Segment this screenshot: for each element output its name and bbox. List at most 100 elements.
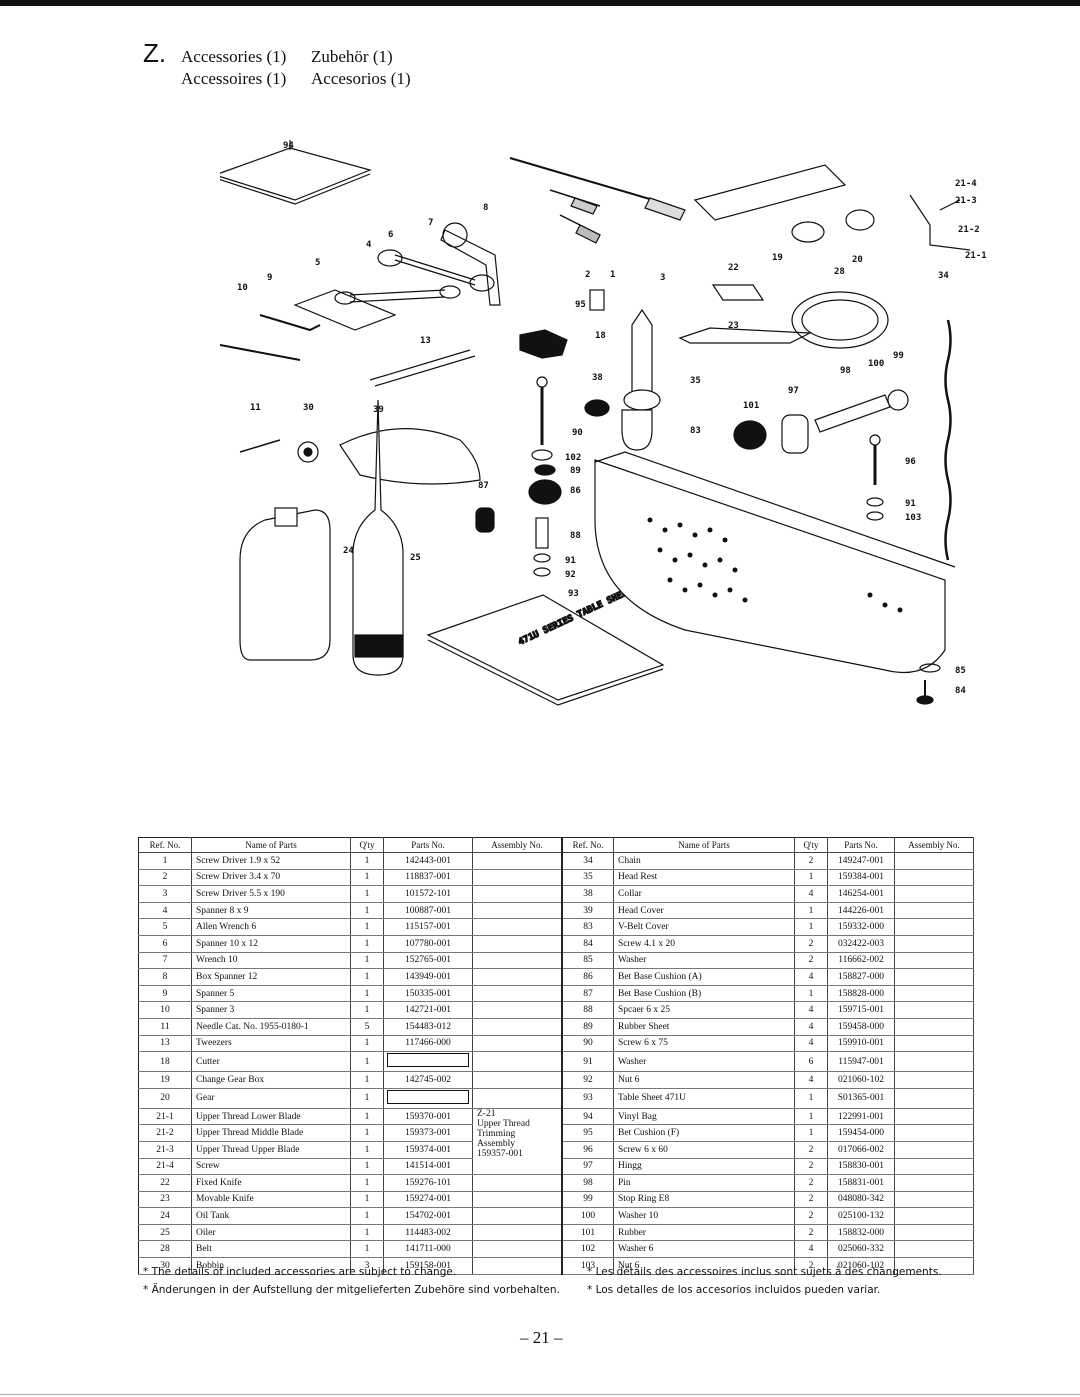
assembly-no-cell	[472, 952, 563, 970]
part-name-cell: Rubber Sheet	[613, 1018, 795, 1036]
callout-labels: 94 8 7 6 4 5 9 10 13 11 30 39 2 1 3 95 1…	[237, 141, 987, 696]
ref-no-cell: 6	[138, 935, 192, 953]
parts-table: Ref. No. Name of Parts Q'ty Parts No. As…	[138, 837, 974, 1275]
ref-no-cell: 13	[138, 1035, 192, 1053]
parts-no-cell: 159458-000	[827, 1018, 895, 1036]
parts-no-cell: 158832-000	[827, 1224, 895, 1242]
qty-cell: 1	[350, 1207, 384, 1225]
label-85: 85	[955, 666, 966, 676]
ref-no-cell: 101	[561, 1224, 614, 1242]
ref-no-cell: 21-4	[138, 1158, 192, 1176]
assembly-no-cell	[894, 1001, 974, 1019]
parts-no-cell: 048080-342	[827, 1191, 895, 1209]
qty-cell: 2	[794, 1141, 828, 1159]
ref-no-cell: 100	[561, 1207, 614, 1225]
qty-cell: 1	[350, 1051, 384, 1073]
assembly-no-cell	[472, 1207, 563, 1225]
label-1: 1	[610, 270, 615, 280]
title-es: Accesorios (1)	[311, 69, 411, 88]
qty-cell: 4	[794, 1001, 828, 1019]
assembly-line1: Upper Thread	[477, 1118, 530, 1129]
part-name-cell: Belt	[191, 1240, 351, 1259]
ref-no-cell: 21-3	[138, 1141, 192, 1159]
assembly-no-cell	[894, 885, 974, 903]
ref-no-cell: 102	[561, 1240, 614, 1259]
label-8: 8	[483, 203, 488, 213]
assembly-no-cell	[472, 1035, 563, 1053]
label-92: 92	[565, 570, 576, 580]
part-name-cell: Bobbin	[191, 1257, 351, 1275]
part-name-cell: Tweezers	[191, 1035, 351, 1053]
header-qty-left: Q'ty	[350, 837, 384, 853]
ref-no-cell: 18	[138, 1051, 192, 1073]
ref-no-cell: 10	[138, 1001, 192, 1019]
part-name-cell: Stop Ring E8	[613, 1191, 795, 1209]
part-name-cell: Washer 6	[613, 1240, 795, 1259]
part-name-cell: Needle Cat. No. 1955-0180-1	[191, 1018, 351, 1036]
part-name-cell: Washer	[613, 1051, 795, 1073]
parts-no-cell: 159384-001	[827, 869, 895, 887]
part-name-cell: Screw 6 x 75	[613, 1035, 795, 1053]
parts-no-cell: 025100-132	[827, 1207, 895, 1225]
qty-cell: 2	[794, 952, 828, 970]
parts-no-cell: 159332-000	[827, 918, 895, 936]
qty-cell: 2	[794, 1207, 828, 1225]
blank-box	[387, 1053, 469, 1068]
assembly-no-cell	[894, 1108, 974, 1126]
label-5: 5	[315, 258, 320, 268]
qty-cell: 1	[350, 1088, 384, 1109]
assembly-code: Z-21	[477, 1108, 496, 1119]
label-88: 88	[570, 531, 581, 541]
assembly-no-cell	[894, 1035, 974, 1053]
qty-cell: 6	[794, 1051, 828, 1073]
qty-cell: 2	[794, 852, 828, 870]
ref-no-cell: 1	[138, 852, 192, 870]
parts-no-cell: 154702-001	[383, 1207, 473, 1225]
part-name-cell: Spanner 3	[191, 1001, 351, 1019]
label-101: 101	[743, 401, 759, 411]
page-number: – 21 –	[520, 1328, 563, 1347]
part-name-cell: Table Sheet 471U	[613, 1088, 795, 1109]
assembly-no-cell	[472, 985, 563, 1003]
parts-no-cell: 142745-002	[383, 1071, 473, 1089]
label-30: 30	[303, 403, 314, 413]
qty-cell: 1	[794, 902, 828, 920]
part-name-cell: Head Cover	[613, 902, 795, 920]
label-87: 87	[478, 481, 489, 491]
part-name-cell: Nut 6	[613, 1071, 795, 1089]
part-name-cell: Screw Driver 5.5 x 190	[191, 885, 351, 903]
label-10: 10	[237, 283, 248, 293]
assembly-no-cell	[894, 1141, 974, 1159]
parts-no-cell: 150335-001	[383, 985, 473, 1003]
parts-no-cell: 143949-001	[383, 968, 473, 986]
part-name-cell: Washer	[613, 952, 795, 970]
qty-cell: 4	[794, 1035, 828, 1053]
ref-no-cell: 19	[138, 1071, 192, 1089]
label-35: 35	[690, 376, 701, 386]
part-name-cell: Vinyl Bag	[613, 1108, 795, 1126]
label-89: 89	[570, 466, 581, 476]
label-28: 28	[834, 267, 845, 277]
ref-no-cell: 93	[561, 1088, 614, 1109]
assembly-no-cell	[472, 1174, 563, 1192]
parts-no-cell: 159158-001	[383, 1257, 473, 1275]
assembly-no-cell	[894, 1158, 974, 1176]
qty-cell: 1	[794, 869, 828, 887]
qty-cell: 1	[350, 885, 384, 903]
label-11: 11	[250, 403, 261, 413]
label-99: 99	[893, 351, 904, 361]
part-name-cell: Bet Cushion (F)	[613, 1124, 795, 1142]
assembly-no-cell	[894, 968, 974, 986]
qty-cell: 1	[350, 1158, 384, 1176]
parts-no-cell: 158827-000	[827, 968, 895, 986]
qty-cell: 1	[350, 952, 384, 970]
qty-cell: 4	[794, 1071, 828, 1089]
parts-no-cell: 144226-001	[827, 902, 895, 920]
qty-cell: 1	[350, 1071, 384, 1089]
ref-no-cell: 3	[138, 885, 192, 903]
qty-cell: 1	[350, 1001, 384, 1019]
